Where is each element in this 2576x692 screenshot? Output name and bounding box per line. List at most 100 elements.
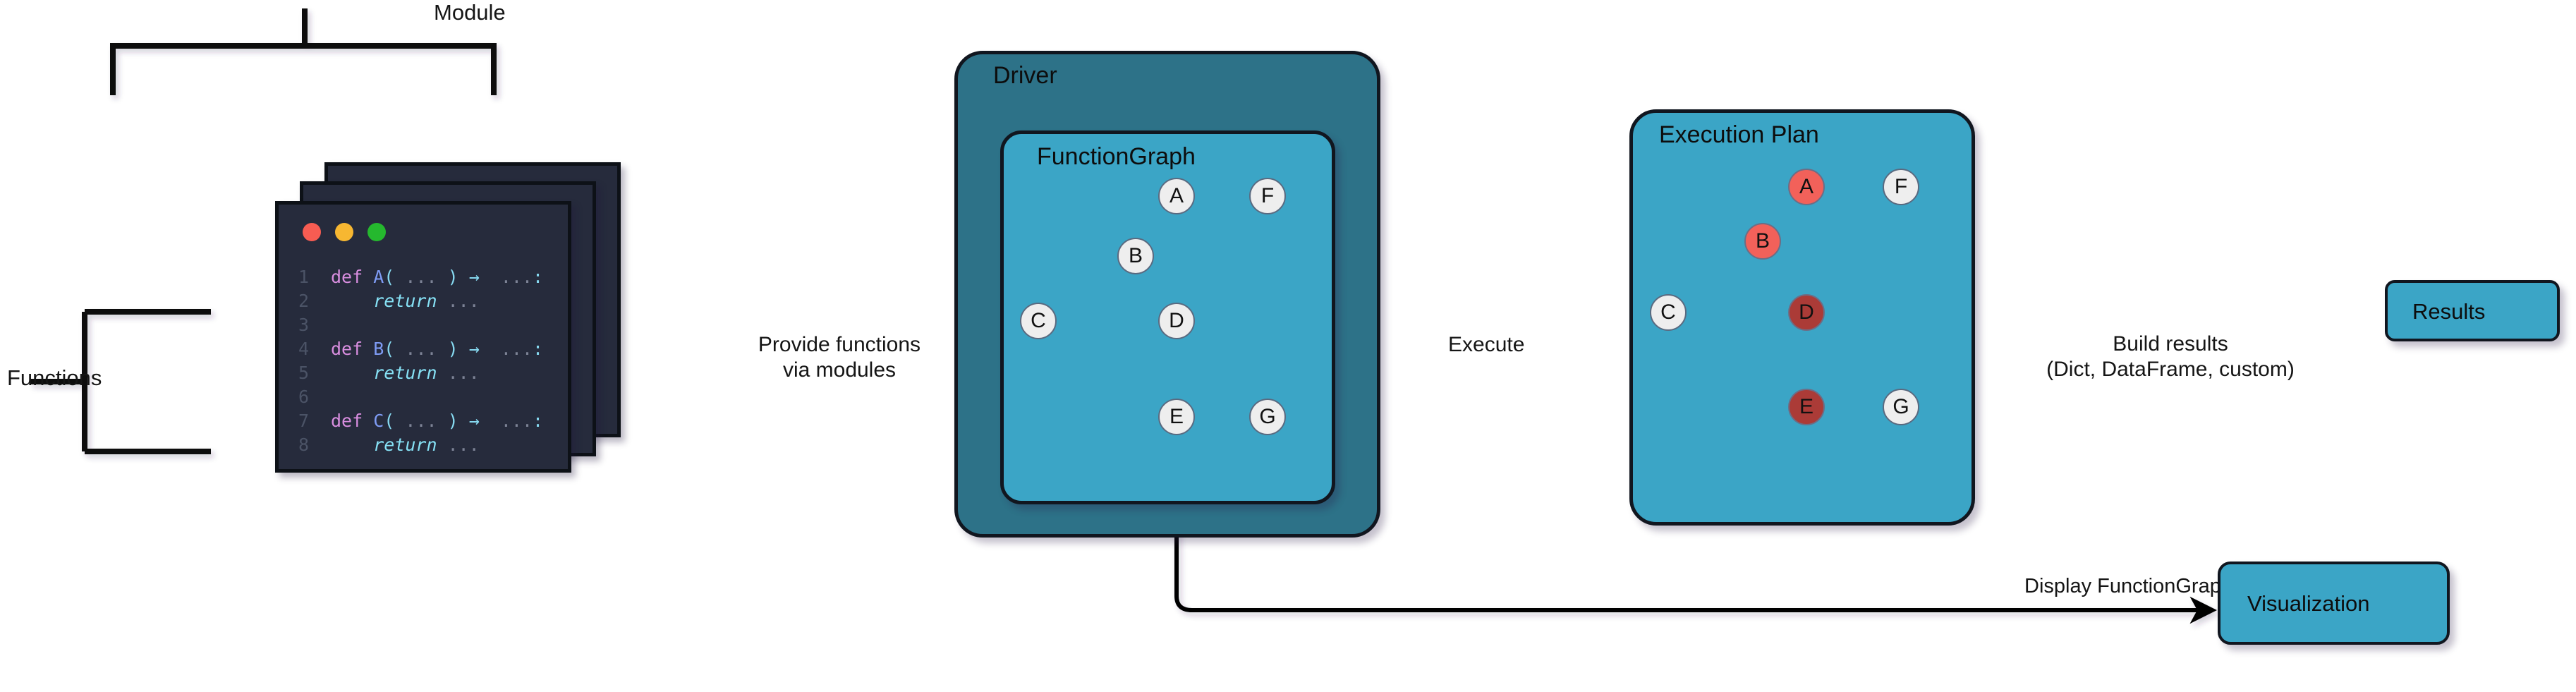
code-token: ... [437,291,480,311]
code-token: : [533,411,544,431]
node-label: A [1799,175,1813,198]
code-line: 3 [298,313,543,337]
code-line-number: 8 [298,435,310,455]
executionplan-node-g[interactable]: G [1883,389,1919,425]
code-token: ( [384,339,395,359]
results-label: Results [2412,299,2486,324]
visualization-label: Visualization [2247,591,2370,616]
minimize-dot-yellow-icon[interactable] [335,223,353,241]
executionplan-node-e[interactable]: E [1788,389,1825,425]
code-token: → [458,339,490,359]
code-token: : [533,339,544,359]
maximize-dot-green-icon[interactable] [367,223,386,241]
code-token: B [373,339,384,359]
node-label: B [1128,244,1143,267]
code-line-number: 4 [298,339,310,359]
build-results-label: Build results (Dict, DataFrame, custom) [1998,332,2343,382]
provide-functions-line-2: via modules [782,358,897,382]
code-token: def [331,267,374,287]
code-token: return [373,291,437,311]
node-label: D [1799,301,1814,324]
node-label: A [1169,184,1184,207]
provide-functions-line-1: Provide functions [758,333,921,356]
code-token [331,435,373,455]
node-label: F [1260,184,1275,207]
node-label: F [1894,175,1908,198]
code-token: ... [437,363,480,383]
code-line-number: 1 [298,267,310,287]
code-line: 5 return ... [298,361,543,385]
results-box[interactable] [2385,280,2560,341]
code-token: ) [447,339,458,359]
code-line: 1 def A( ... ) → ...: [298,265,543,289]
code-line: 4 def B( ... ) → ...: [298,337,543,361]
executionplan-node-a[interactable]: A [1788,169,1825,205]
code-token: ( [384,411,395,431]
code-token [331,363,373,383]
code-token: return [373,363,437,383]
code-token: A [373,267,384,287]
code-token: → [458,267,490,287]
execute-label: Execute [1448,333,1525,356]
code-line: 8 return ... [298,433,543,457]
code-line-number: 3 [298,315,310,335]
code-line-number: 6 [298,387,310,407]
code-token: C [373,411,384,431]
code-token: ... [394,411,448,431]
code-line: 7 def C( ... ) → ...: [298,409,543,433]
provide-functions-label: Provide functions via modules [727,332,952,383]
code-token: ) [447,411,458,431]
code-token: → [458,411,490,431]
node-label: E [1799,395,1813,418]
code-token: ... [490,339,533,359]
node-label: B [1755,229,1770,253]
code-token: def [331,339,374,359]
executionplan-node-f[interactable]: F [1883,169,1919,205]
code-token: ... [394,339,448,359]
code-line-number: 2 [298,291,310,311]
node-label: C [1031,309,1046,332]
code-line: 2 return ... [298,289,543,313]
execution-plan-title: Execution Plan [1659,121,1819,148]
visualization-box[interactable] [2218,562,2450,645]
code-token: return [373,435,437,455]
function-graph-title: FunctionGraph [1037,143,1196,170]
code-token: ) [447,267,458,287]
code-token: ... [490,411,533,431]
code-line-number: 7 [298,411,310,431]
code-token: def [331,411,374,431]
node-label: G [1259,405,1276,428]
functiongraph-node-c[interactable]: C [1020,303,1057,339]
node-label: D [1169,309,1184,332]
code-token: : [533,267,544,287]
executionplan-node-d[interactable]: D [1788,294,1825,331]
functiongraph-node-a[interactable]: A [1158,178,1195,214]
code-token: ... [437,435,480,455]
build-results-line-2: (Dict, DataFrame, custom) [2046,358,2295,381]
window-traffic-lights [303,223,386,241]
code-token: ... [394,267,448,287]
code-line-number: 5 [298,363,310,383]
module-label: Module [434,0,506,25]
code-token: ( [384,267,395,287]
executionplan-node-b[interactable]: B [1744,223,1781,260]
functiongraph-node-b[interactable]: B [1117,238,1154,274]
node-label: E [1169,405,1184,428]
code-token: ... [490,267,533,287]
close-dot-red-icon[interactable] [303,223,321,241]
functiongraph-node-g[interactable]: G [1249,399,1286,435]
build-results-line-1: Build results [2113,332,2228,356]
code-line: 6 [298,385,543,409]
node-label: C [1660,301,1676,324]
functiongraph-node-e[interactable]: E [1158,399,1195,435]
functions-label: Functions [7,365,102,390]
functiongraph-node-d[interactable]: D [1158,303,1195,339]
functiongraph-node-f[interactable]: F [1249,178,1286,214]
display-functiongraph-label: Display FunctionGraph [2024,575,2232,597]
node-label: G [1892,395,1909,418]
executionplan-node-c[interactable]: C [1650,294,1687,331]
